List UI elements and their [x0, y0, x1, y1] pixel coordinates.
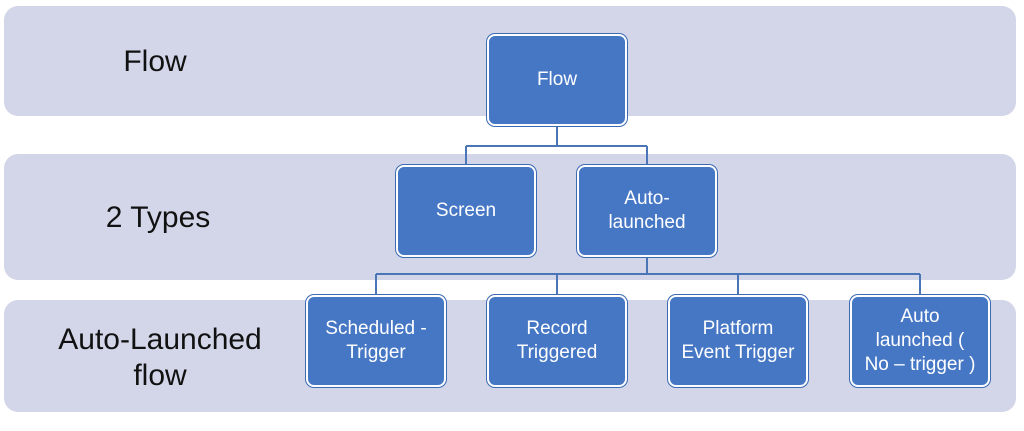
node-platform-event-trigger: Platform Event Trigger	[668, 295, 808, 387]
node-auto-launched: Auto- launched	[577, 165, 717, 257]
node-screen: Screen	[396, 165, 536, 257]
band-label-auto-launched: Auto-Launched flow	[58, 323, 262, 392]
node-flow: Flow	[487, 34, 627, 126]
node-auto-launched-no-trigger: Auto launched ( No – trigger )	[850, 295, 990, 387]
node-scheduled-trigger: Scheduled - Trigger	[306, 295, 446, 387]
band-label-types: 2 Types	[105, 201, 211, 234]
band-label-flow: Flow	[123, 45, 187, 78]
node-record-triggered: Record Triggered	[487, 295, 627, 387]
